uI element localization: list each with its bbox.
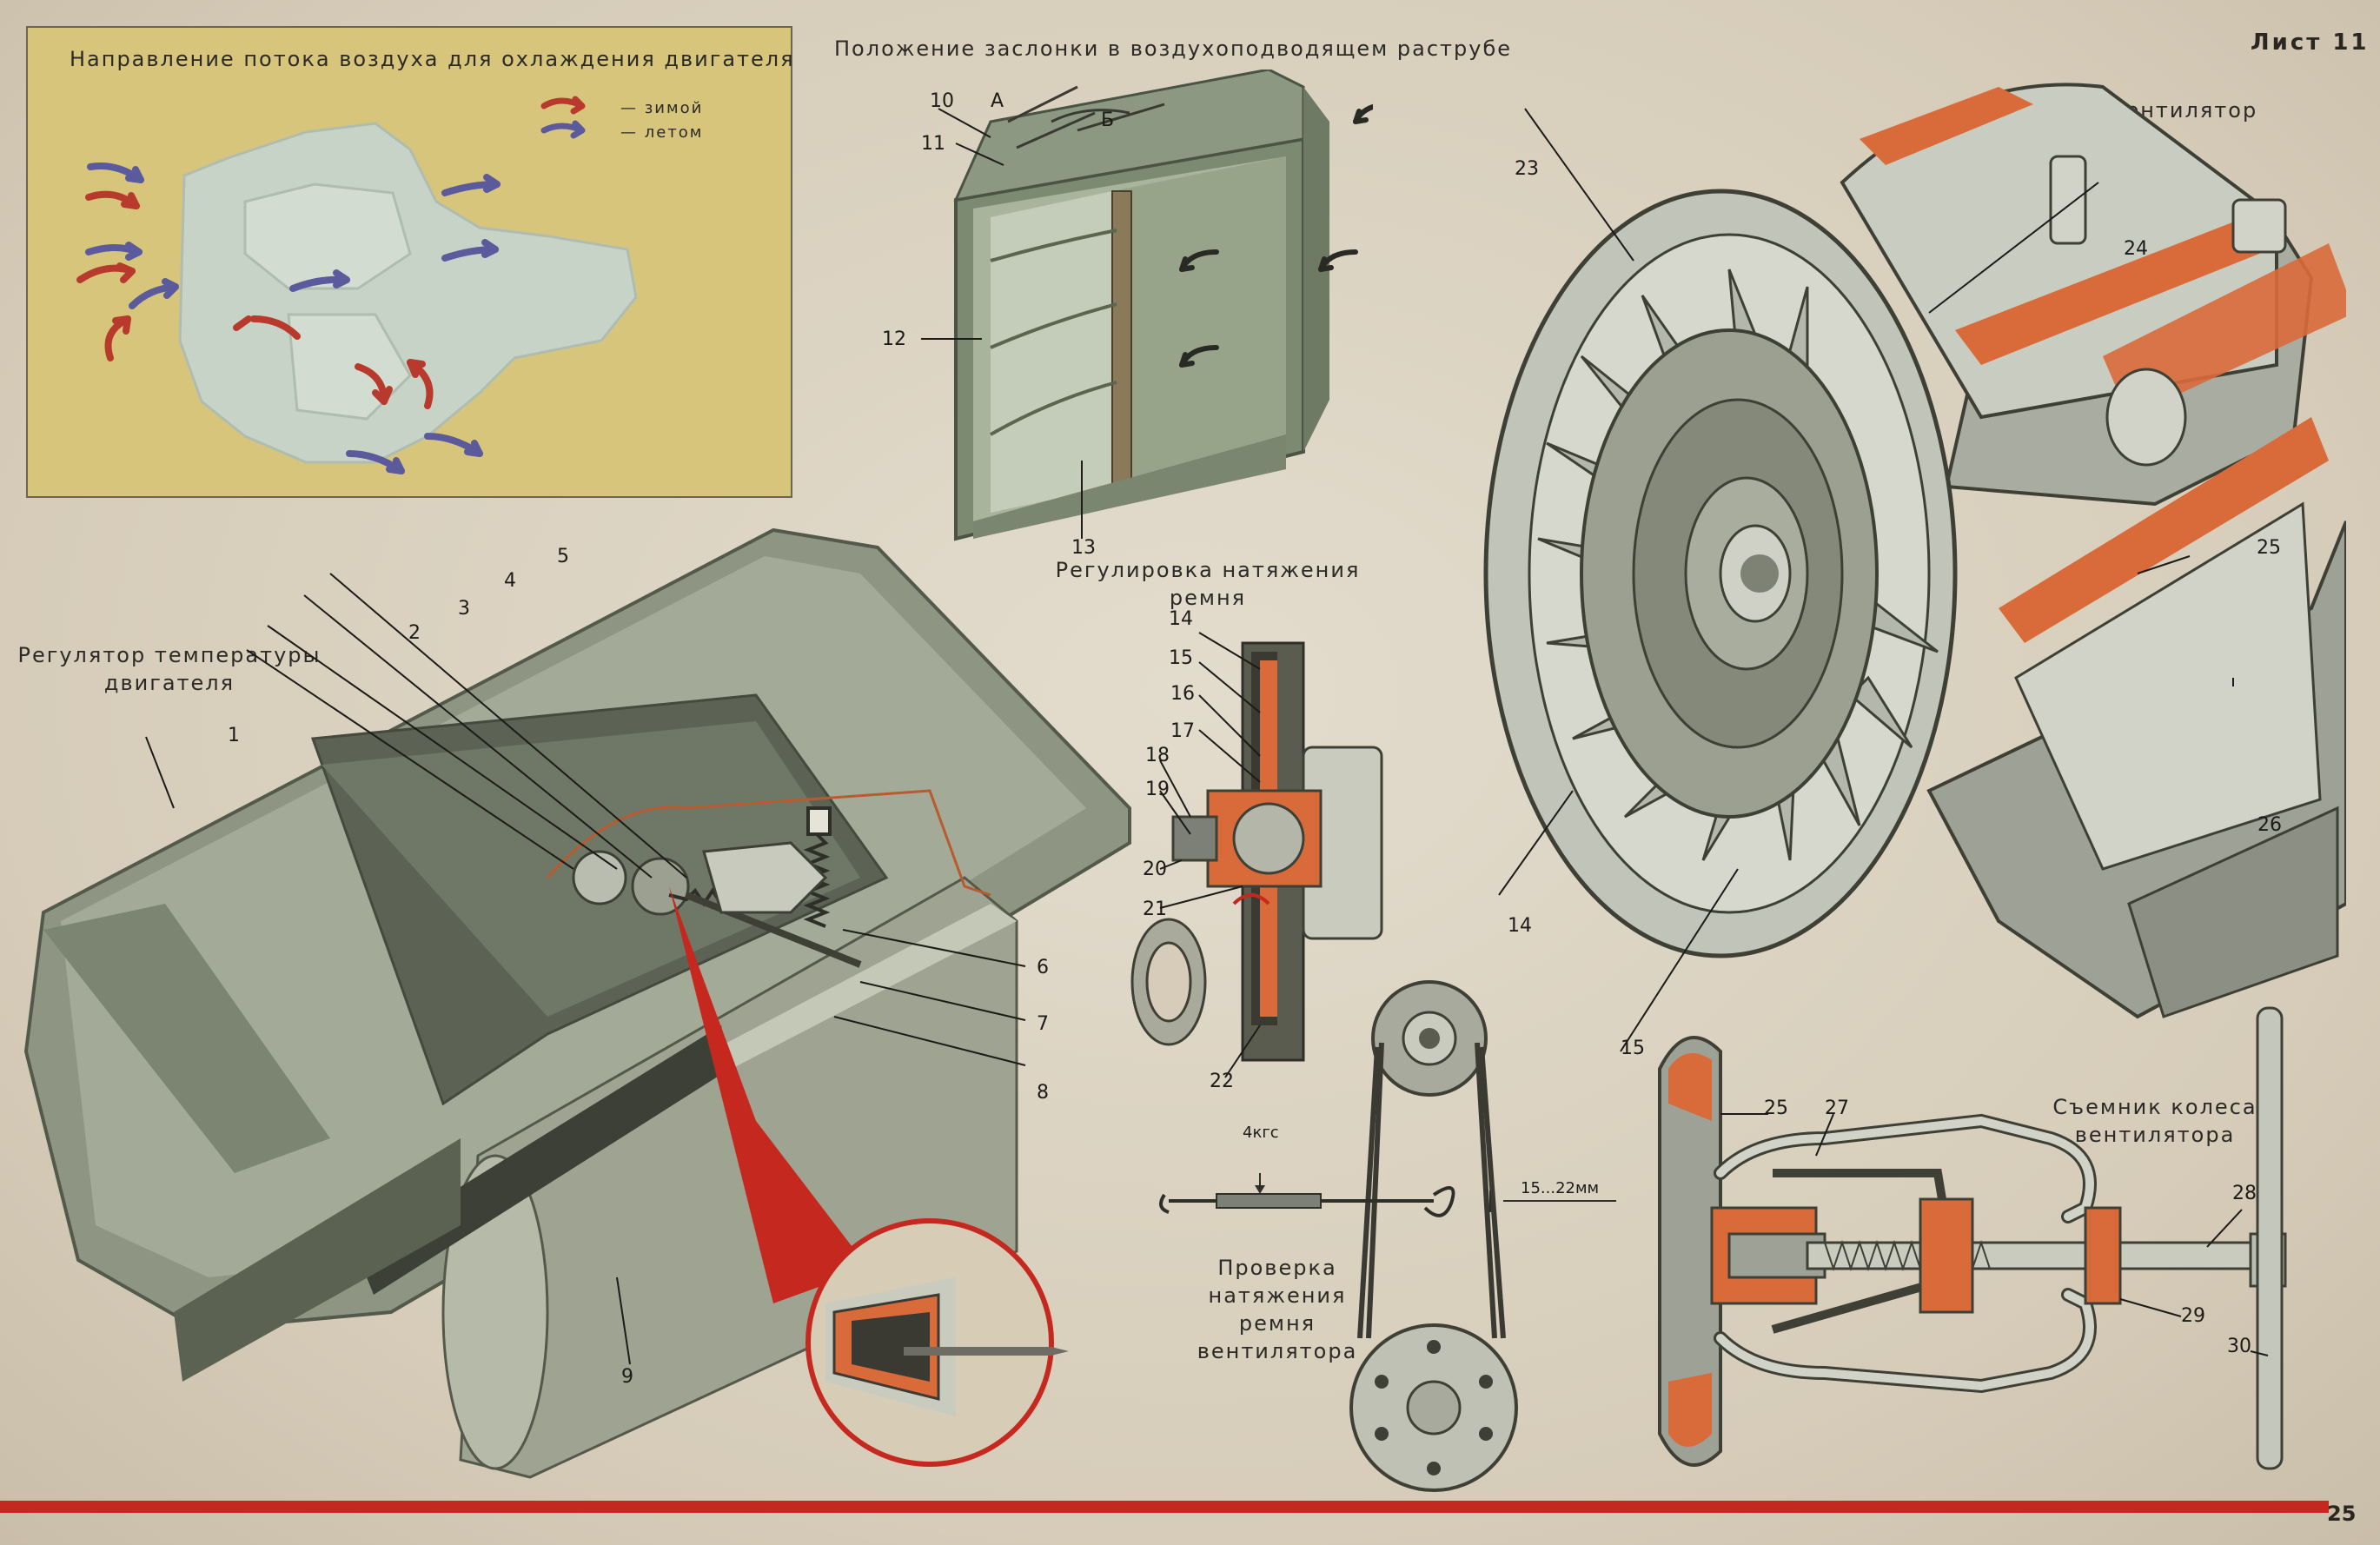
- fan-housing: [1840, 83, 2346, 1019]
- legend-summer-arrow: [540, 120, 586, 139]
- spacer-washer: [1130, 918, 1207, 1046]
- callout-2: 2: [408, 622, 421, 644]
- callout-14a: 14: [1169, 608, 1193, 630]
- callout-25b: 25: [1764, 1097, 1788, 1119]
- summer-arrows: [85, 162, 501, 474]
- callout-24: 24: [2124, 238, 2148, 260]
- callout-26: 26: [2257, 814, 2282, 836]
- puller-title: Съемник колеса вентилятора: [2052, 1095, 2257, 1147]
- callout-13: 13: [1071, 537, 1096, 559]
- callout-15a: 15: [1169, 647, 1193, 669]
- legend-winter-arrow: [540, 96, 586, 115]
- fan-bolts: [2049, 155, 2287, 467]
- page-number: 25: [2327, 1502, 2357, 1526]
- belt-check-pulleys: [1349, 980, 1518, 1492]
- callout-7: 7: [1037, 1013, 1049, 1035]
- thermostat-illustration: [23, 527, 1131, 1479]
- v-belt: [1357, 1042, 1506, 1339]
- deflection-marker: [1489, 1190, 1616, 1212]
- legend-winter: — зимой: [620, 99, 704, 117]
- callout-29: 29: [2181, 1305, 2205, 1327]
- spring-scale: [1159, 1173, 1455, 1217]
- fan-impeller: [1483, 189, 1958, 958]
- callout-20: 20: [1143, 859, 1167, 880]
- thermostat-title: Регулятор температуры двигателя: [17, 643, 322, 695]
- callout-21: 21: [1143, 898, 1167, 920]
- callout-3: 3: [458, 598, 470, 620]
- engine-silhouette: [178, 122, 638, 464]
- damper-leader-lines: [921, 108, 1083, 539]
- callout-19: 19: [1145, 779, 1170, 800]
- callout-5: 5: [557, 546, 569, 567]
- damper-levers: [1007, 85, 1165, 149]
- detail-inset: [805, 1218, 1069, 1467]
- callout-30: 30: [2227, 1336, 2251, 1357]
- force-label: 4кгс: [1243, 1124, 1279, 1142]
- airflow-panel: Направление потока воздуха для охлаждени…: [26, 26, 795, 498]
- callout-25: 25: [2257, 537, 2281, 559]
- damper-housing: [953, 70, 1329, 541]
- callout-28: 28: [2232, 1183, 2257, 1204]
- belt-adjust-title: Регулировка натяжения ремня: [1055, 558, 1361, 610]
- callout-9: 9: [621, 1366, 633, 1388]
- airflow-arrows: [1179, 103, 1373, 368]
- callout-18: 18: [1145, 745, 1170, 766]
- callout-17: 17: [1170, 720, 1195, 742]
- fan-illustration: [1483, 83, 2346, 1052]
- mount-bracket: [174, 1025, 730, 1382]
- callout-12: 12: [882, 328, 906, 350]
- callout-22: 22: [1210, 1071, 1234, 1092]
- callout-27: 27: [1825, 1097, 1849, 1119]
- callout-6: 6: [1037, 957, 1049, 978]
- callout-B: Б: [1101, 109, 1115, 131]
- puller-t-handle: [2256, 1006, 2284, 1470]
- belt-check-title: Проверка натяжения ремня вентилятора: [1197, 1256, 1358, 1363]
- deflection-label: 15...22мм: [1521, 1179, 1600, 1197]
- callout-A: А: [991, 90, 1004, 112]
- pulley-section: [1171, 641, 1383, 1062]
- puller-arms: [1714, 1113, 2097, 1394]
- callout-15b: 15: [1621, 1038, 1645, 1059]
- callout-23: 23: [1515, 158, 1539, 180]
- winter-arrows: [76, 190, 434, 409]
- bottom-red-rule: [0, 1501, 2329, 1513]
- damper-illustration: [921, 70, 1373, 541]
- cutout-outline: [546, 789, 991, 897]
- callout-16: 16: [1170, 683, 1195, 705]
- airflow-title: Направление потока воздуха для охлаждени…: [70, 47, 795, 71]
- puller-wheel-section: [1658, 1036, 1826, 1467]
- damper-title: Положение заслонки в воздухоподводящем р…: [834, 36, 1513, 61]
- callout-11: 11: [921, 133, 945, 155]
- callout-10: 10: [930, 90, 954, 112]
- puller-leader-lines: [1720, 1113, 2269, 1356]
- callout-4: 4: [504, 570, 516, 592]
- airflow-illustration: [76, 96, 638, 474]
- sheet-label: Лист 11: [2251, 30, 2370, 56]
- belt-adjust-leader-lines: [1159, 632, 1261, 1078]
- fan-leader-lines: [1498, 108, 2234, 1052]
- callout-14b: 14: [1508, 915, 1532, 937]
- belt-check-illustration: [1159, 980, 1616, 1492]
- callout-8: 8: [1037, 1082, 1049, 1104]
- legend-summer: — летом: [620, 123, 704, 142]
- belt-adjust-illustration: [1130, 632, 1383, 1078]
- puller-illustration: [1658, 1006, 2287, 1470]
- callout-1: 1: [228, 725, 240, 746]
- thermostat-leader-lines: [145, 573, 1026, 1365]
